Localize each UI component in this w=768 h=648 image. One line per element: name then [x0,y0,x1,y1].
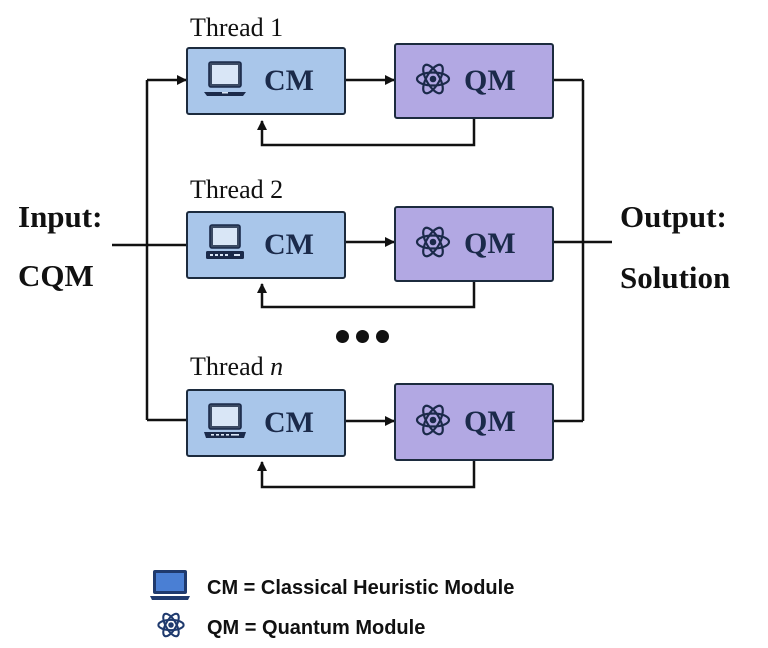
atom-icon [414,223,452,266]
qm-label-1: QM [464,64,516,97]
qm-box-n: QM [394,383,554,461]
output-type-label: Solution [620,260,731,295]
legend-item-qm: QM = Quantum Module [150,611,425,645]
ellipsis-dot [336,330,349,343]
ellipsis-dot [356,330,369,343]
qm-box-2: QM [394,206,554,282]
laptop-icon [150,568,190,608]
desktop-computer-icon [202,223,248,268]
cm-label-n: CM [264,406,314,439]
legend-qm-text: QM = Quantum Module [207,616,426,639]
qm-label-2: QM [464,227,516,260]
atom-icon [414,401,452,444]
thread-title-1: Thread 1 [190,13,284,42]
legend-cm-text: CM = Classical Heuristic Module [207,576,515,599]
atom-icon [414,60,452,103]
legend-item-cm: CM = Classical Heuristic Module [150,568,515,608]
cm-box-1: CM [186,47,346,115]
atom-icon [156,610,186,646]
laptop-icon [202,401,248,446]
thread-title-n: Thread n [190,352,284,381]
cm-box-n: CM [186,389,346,457]
cm-label-1: CM [264,64,314,97]
cm-box-2: CM [186,211,346,279]
qm-box-1: QM [394,43,554,119]
qm-label-n: QM [464,405,516,438]
input-type-label: CQM [18,258,94,293]
ellipsis-dot [376,330,389,343]
more-threads-ellipsis [336,330,389,343]
output-label: Output: [620,199,727,234]
input-label: Input: [18,199,103,234]
cm-label-2: CM [264,228,314,261]
laptop-icon [202,59,248,104]
thread-title-2: Thread 2 [190,175,284,204]
